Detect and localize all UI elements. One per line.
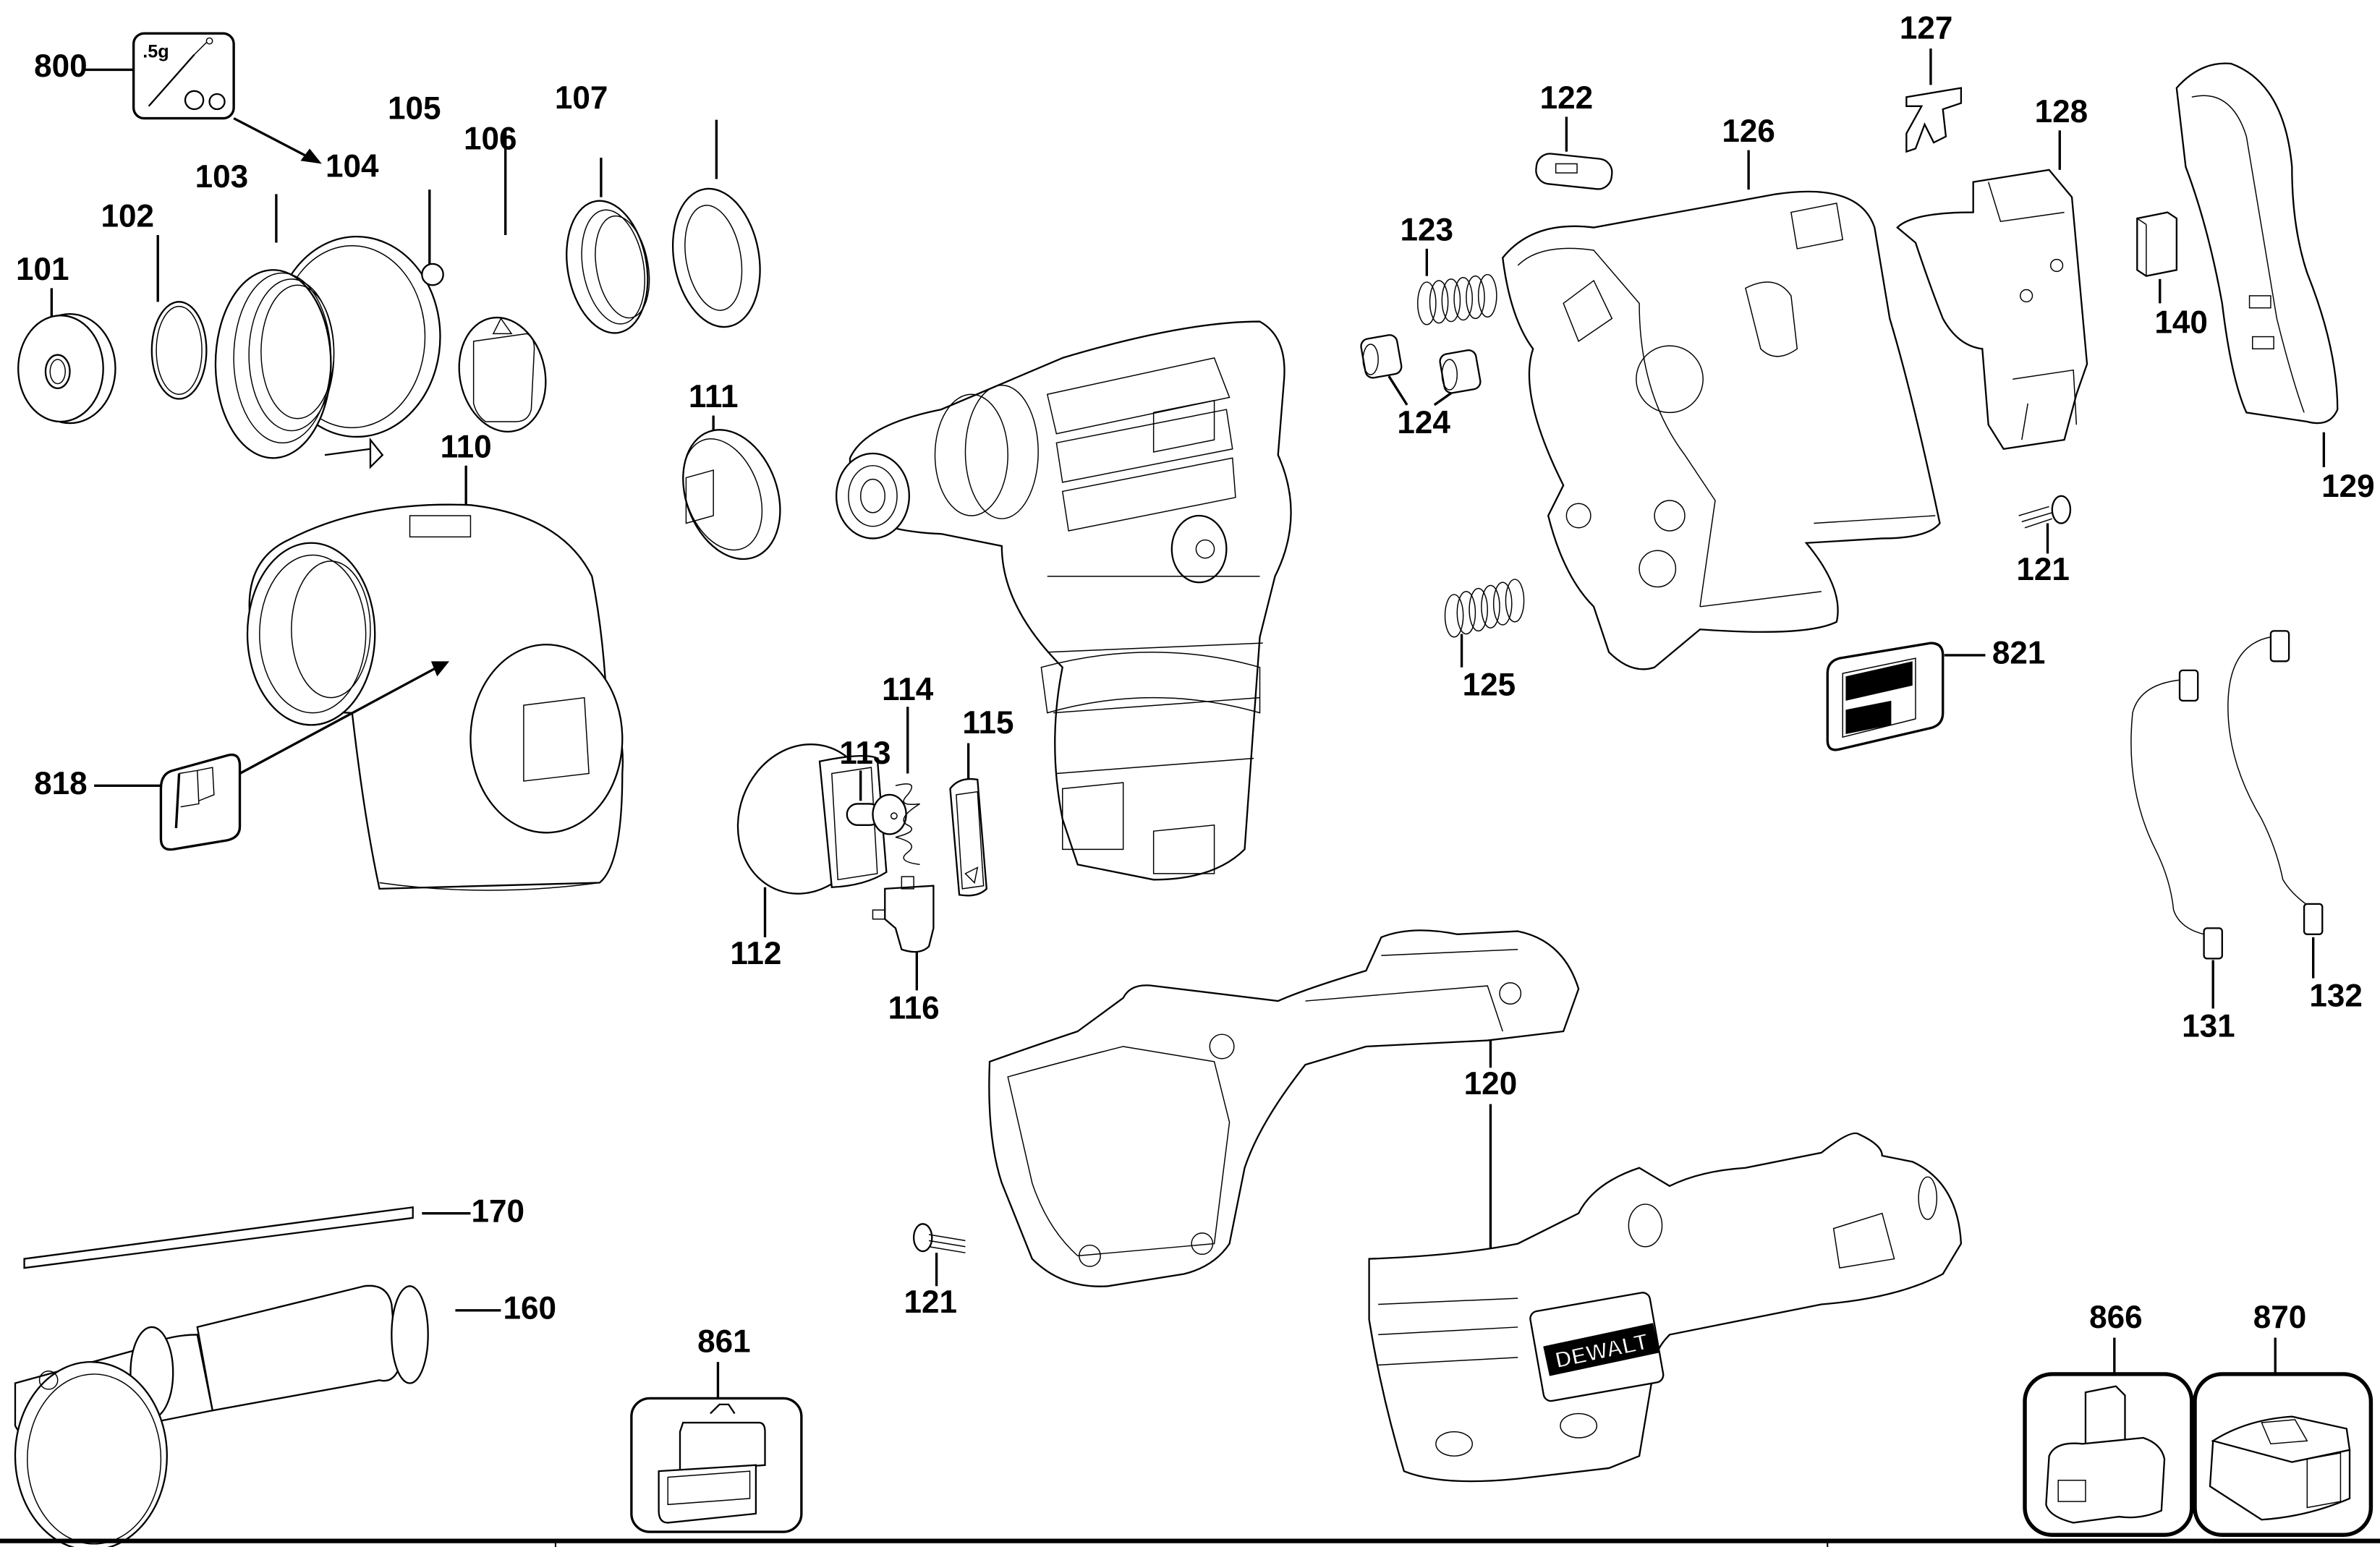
motor-gear-assembly [835,320,1292,881]
part-818-decal[interactable]: 818 [34,661,450,851]
part-115-button-cover[interactable]: 115 [949,705,1013,897]
part-label-116: 116 [888,990,940,1026]
part-103-chuck-sleeve[interactable]: 103 [195,159,441,469]
part-label-125: 125 [1463,668,1516,703]
arrow-head-icon [300,148,322,164]
part-111-collar[interactable]: 111 [666,379,797,573]
part-label-112: 112 [730,936,781,971]
part-label-870: 870 [2253,1300,2307,1335]
part-120-housing-clamshell[interactable]: 120 DEWALT [988,929,1963,1483]
grease-qty: .5g [143,42,169,62]
part-label-103: 103 [195,159,249,195]
flag-icon [174,767,215,829]
part-label-123: 123 [1401,212,1454,247]
battery-icon [2045,1385,2166,1524]
part-label-861: 861 [697,1324,751,1360]
part-label-140: 140 [2154,304,2208,340]
part-160-side-handle[interactable]: 160 [14,1284,557,1547]
part-label-121: 121 [904,1284,957,1320]
part-800-grease-kit[interactable]: 800 .5g [34,32,322,164]
part-label-105: 105 [388,91,441,127]
part-label-102: 102 [101,199,154,234]
part-121-screw-upper[interactable]: 121 [2016,495,2072,587]
part-128-switch[interactable]: 128 [1896,94,2088,450]
part-label-126: 126 [1722,114,1775,149]
part-label-107: 107 [555,80,608,116]
arrow-head-icon [430,661,450,677]
part-label-800: 800 [34,48,88,84]
part-125-spring[interactable]: 125 [1444,579,1525,703]
part-label-818: 818 [34,766,88,801]
part-label-113: 113 [839,736,891,771]
part-127-switch-lever[interactable]: 127 [1900,11,1963,153]
part-105-guide-plate[interactable]: 105 [388,91,556,440]
part-label-120: 120 [1464,1066,1518,1101]
part-label-121: 121 [2016,552,2070,587]
part-122-pad[interactable]: 122 [1534,80,1613,190]
part-label-115: 115 [962,705,1013,741]
part-label-821: 821 [1992,636,2046,671]
part-140-block[interactable]: 140 [2136,211,2208,341]
gear-icon [184,90,226,111]
part-label-101: 101 [16,252,69,287]
part-114-spring[interactable]: 114 [882,672,934,866]
part-label-129: 129 [2321,469,2375,504]
part-131-wire[interactable]: 131 [2130,669,2235,1044]
part-label-170: 170 [471,1193,524,1229]
part-123-spring[interactable]: 123 [1401,212,1497,325]
part-107-washer[interactable]: 107 [555,80,770,334]
part-label-127: 127 [1900,11,1953,46]
kit-box-icon [658,1403,766,1524]
part-170-depth-rod[interactable]: 170 [23,1193,524,1269]
part-label-104: 104 [326,148,379,184]
part-861-kit-box[interactable]: 861 [630,1324,803,1533]
grease-gun-icon [148,37,213,107]
part-866-battery[interactable]: 866 [2023,1300,2194,1537]
part-label-111: 111 [689,379,739,414]
part-label-128: 128 [2035,94,2088,129]
grease-kit-box [132,32,235,120]
part-label-131: 131 [2182,1008,2235,1044]
part-124-dampers[interactable]: 124 [1360,334,1482,440]
part-104-ball[interactable]: 104 [326,148,444,286]
part-113-pin[interactable]: 113 [839,736,907,835]
part-label-114: 114 [882,672,934,707]
charger-icon [2209,1415,2351,1521]
part-121-screw-lower[interactable]: 121 [904,1223,966,1320]
nameplate-icon [1842,657,1916,738]
part-870-charger[interactable]: 870 [2193,1300,2373,1537]
part-label-110: 110 [441,429,492,464]
part-110-gear-housing[interactable]: 110 [246,429,624,891]
part-label-124: 124 [1397,405,1450,440]
part-821-nameplate[interactable]: 821 [1826,636,2046,751]
part-126-handle-housing[interactable]: 126 [1502,114,1941,670]
part-106-ring[interactable]: 106 [464,122,658,340]
direction-arrow-icon [324,437,384,469]
part-label-122: 122 [1540,80,1594,116]
triangle-icon [964,866,979,884]
part-label-866: 866 [2089,1300,2143,1335]
part-label-106: 106 [464,122,517,157]
footer-rule [0,1538,2380,1547]
part-label-132: 132 [2309,979,2363,1014]
part-129-handle-cover[interactable]: 129 [2175,62,2375,504]
part-101-nose-cap[interactable]: 101 [16,252,116,425]
part-label-160: 160 [503,1291,557,1326]
part-102-retaining-ring[interactable]: 102 [101,199,208,400]
part-116-actuator[interactable]: 116 [872,876,940,1026]
part-132-wire[interactable]: 132 [2227,630,2363,1014]
